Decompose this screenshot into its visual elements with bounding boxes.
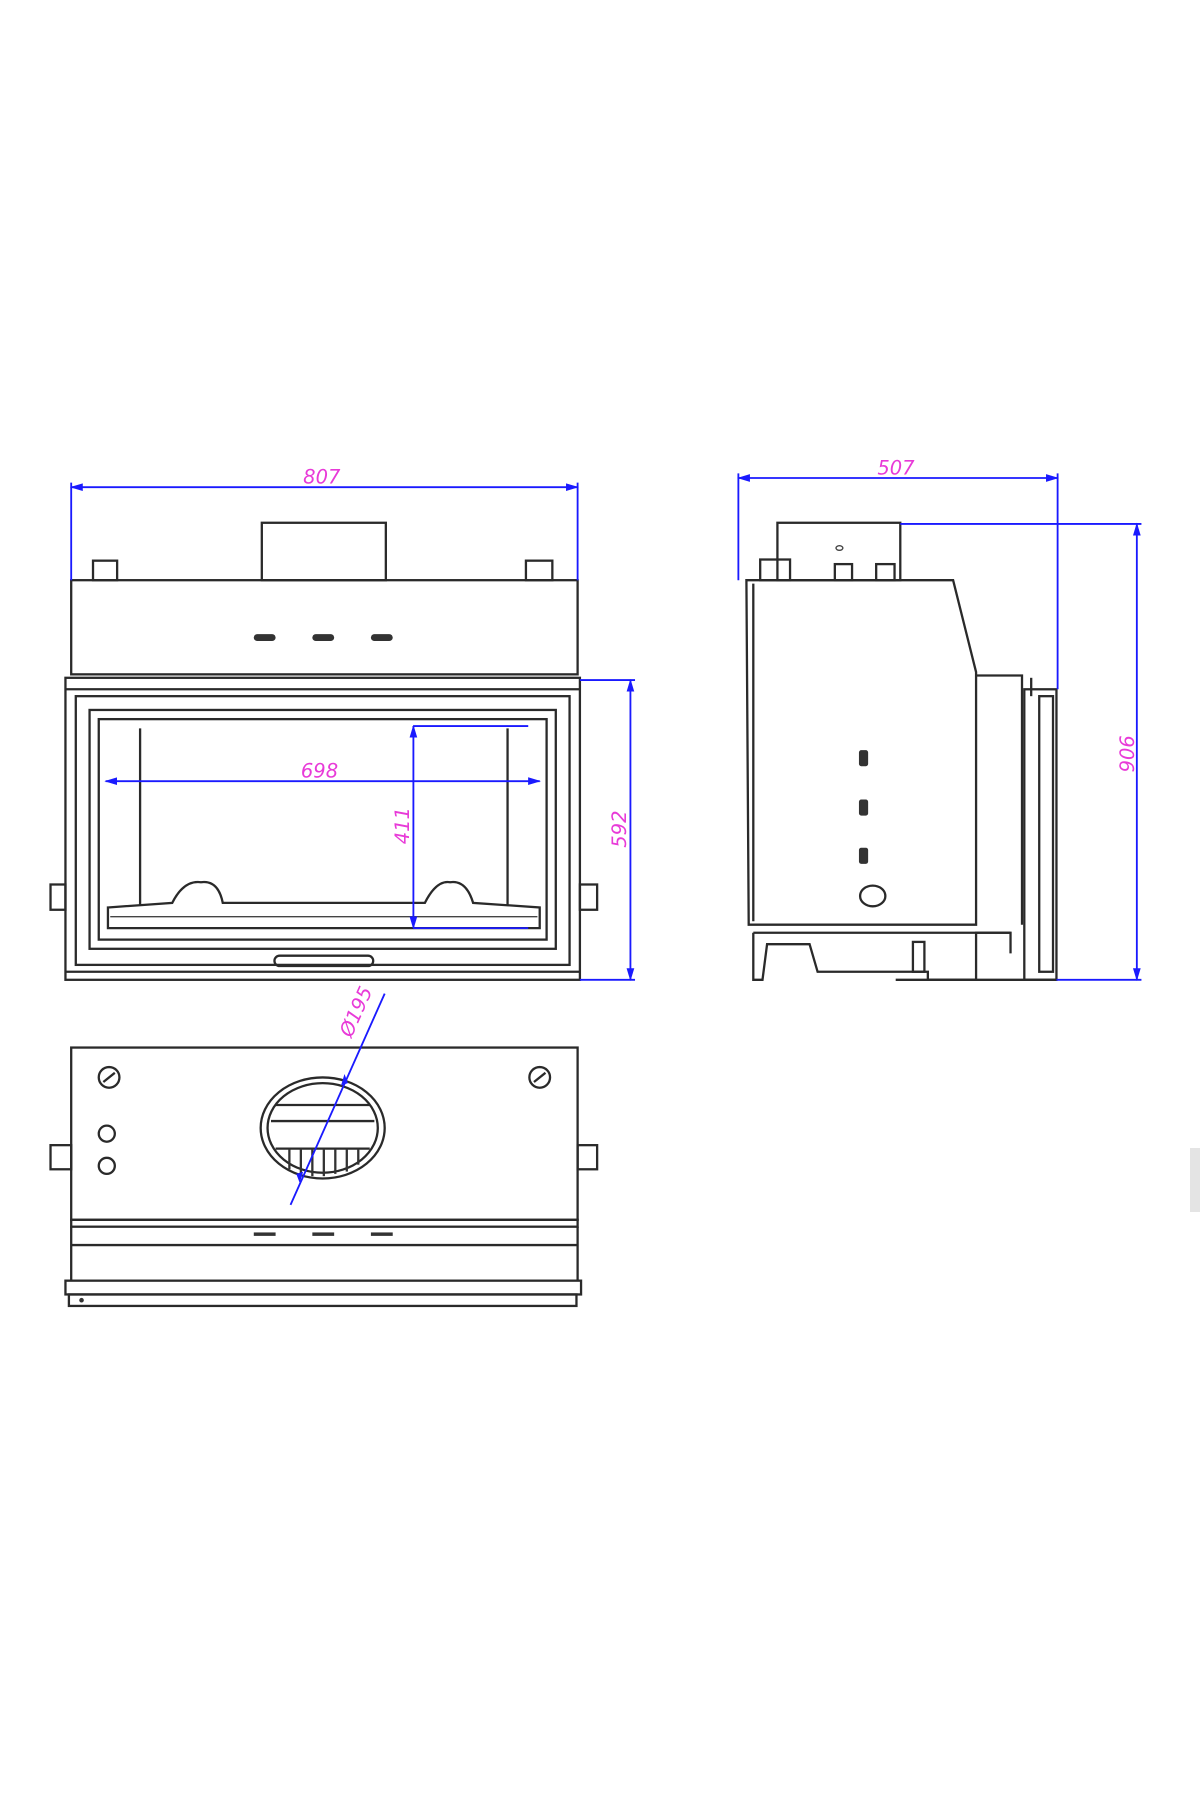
top-view	[49, 1046, 599, 1308]
edge-scroll-tab	[1190, 1148, 1200, 1212]
dimension-opening-width: 698	[301, 760, 338, 783]
dimension-overall-width: 807	[303, 466, 341, 489]
dimension-opening-height: 411	[391, 807, 414, 844]
dimension-overall-height: 906	[1115, 735, 1138, 772]
side-dimensions: 507 906	[737, 457, 1142, 982]
front-dimensions: 807 698 411 592	[69, 466, 636, 982]
dimension-flue-diameter: Ø195	[335, 983, 378, 1041]
dimension-door-height: 592	[608, 811, 631, 848]
dimension-depth: 507	[877, 457, 915, 480]
side-view	[745, 521, 1058, 981]
front-view	[49, 521, 599, 981]
